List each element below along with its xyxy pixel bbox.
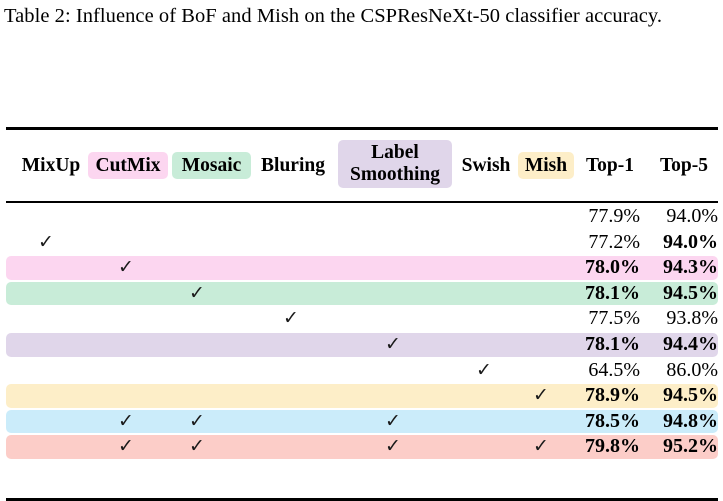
column-header-mixup: MixUp — [21, 155, 81, 176]
checkmark-icon-label-smoothing: ✓ — [385, 435, 401, 458]
top5-value: 95.2% — [663, 435, 718, 458]
checkmark-icon-swish: ✓ — [476, 358, 492, 381]
column-header-swish: Swish — [461, 155, 511, 176]
table-header-rule — [6, 201, 718, 203]
column-header-mish: Mish — [518, 152, 574, 179]
checkmark-icon-bluring: ✓ — [283, 307, 299, 330]
table-row: ✓ 78.1% 94.4% — [0, 332, 723, 358]
column-header-bluring: Bluring — [261, 155, 325, 176]
row-highlight-band — [6, 281, 718, 306]
top1-value: 78.9% — [585, 384, 640, 407]
checkmark-icon-mish: ✓ — [533, 384, 549, 407]
top5-value: 94.5% — [663, 384, 718, 407]
column-header-mosaic: Mosaic — [172, 152, 251, 179]
top1-value: 77.9% — [588, 205, 640, 227]
table-top-rule — [6, 127, 718, 131]
top1-value: 77.2% — [588, 230, 640, 253]
table-row: ✓ 78.1% 94.5% — [0, 281, 723, 307]
table-row: ✓ 77.5% 93.8% — [0, 306, 723, 332]
top1-value: 78.1% — [585, 281, 640, 304]
checkmark-icon-mixup: ✓ — [38, 230, 54, 253]
row-highlight-band — [6, 409, 718, 434]
column-header-top1: Top-1 — [585, 155, 635, 176]
table-row: ✓ 78.0% 94.3% — [0, 255, 723, 281]
column-header-top5: Top-5 — [659, 155, 709, 176]
row-highlight-band — [6, 230, 718, 255]
checkmark-icon-cutmix: ✓ — [118, 256, 134, 279]
table-row: ✓ ✓ ✓ 78.5% 94.8% — [0, 409, 723, 435]
checkmark-icon-mosaic: ✓ — [189, 281, 205, 304]
top1-value: 64.5% — [588, 358, 640, 381]
checkmark-icon-label-smoothing: ✓ — [385, 332, 401, 355]
top1-value: 79.8% — [585, 435, 640, 458]
table-row: ✓ 78.9% 94.5% — [0, 383, 723, 409]
row-highlight-band — [6, 332, 718, 357]
row-highlight-band — [6, 435, 718, 459]
top1-value: 78.5% — [585, 409, 640, 432]
top5-value: 94.5% — [663, 281, 718, 304]
table-body: 77.9% 94.0% ✓ 77.2% 94.0% ✓ 78.0% 94.3% ✓ 78.1% 94… — [0, 204, 723, 460]
checkmark-icon-cutmix: ✓ — [118, 435, 134, 458]
column-header-cutmix: CutMix — [88, 152, 168, 179]
top1-value: 77.5% — [588, 307, 640, 330]
row-highlight-band — [6, 307, 718, 331]
table-row: ✓ 64.5% 86.0% — [0, 358, 723, 384]
checkmark-icon-cutmix: ✓ — [118, 409, 134, 432]
top5-value: 94.0% — [666, 205, 718, 227]
checkmark-icon-mish: ✓ — [533, 435, 549, 458]
top5-value: 94.0% — [663, 230, 718, 253]
top5-value: 94.4% — [663, 332, 718, 355]
table-caption: Table 2: Influence of BoF and Mish on th… — [4, 5, 663, 27]
table-row: ✓ 77.2% 94.0% — [0, 230, 723, 256]
checkmark-icon-mosaic: ✓ — [189, 435, 205, 458]
top5-value: 94.3% — [663, 256, 718, 279]
checkmark-icon-mosaic: ✓ — [189, 409, 205, 432]
top5-value: 94.8% — [663, 409, 718, 432]
row-highlight-band — [6, 358, 718, 383]
table-row: ✓ ✓ ✓ ✓ 79.8% 95.2% — [0, 434, 723, 460]
results-table: MixUp CutMix Mosaic Bluring Label Smooth… — [0, 60, 723, 501]
checkmark-icon-label-smoothing: ✓ — [385, 409, 401, 432]
column-header-label-smoothing: Label Smoothing — [338, 140, 452, 188]
row-highlight-band — [6, 384, 718, 408]
top1-value: 78.1% — [585, 332, 640, 355]
row-highlight-band — [6, 205, 718, 229]
top1-value: 78.0% — [585, 256, 640, 279]
top5-value: 86.0% — [666, 358, 718, 381]
top5-value: 93.8% — [666, 307, 718, 330]
table-row: 77.9% 94.0% — [0, 204, 723, 230]
row-highlight-band — [6, 256, 718, 280]
table-header-row: MixUp CutMix Mosaic Bluring Label Smooth… — [0, 132, 723, 198]
